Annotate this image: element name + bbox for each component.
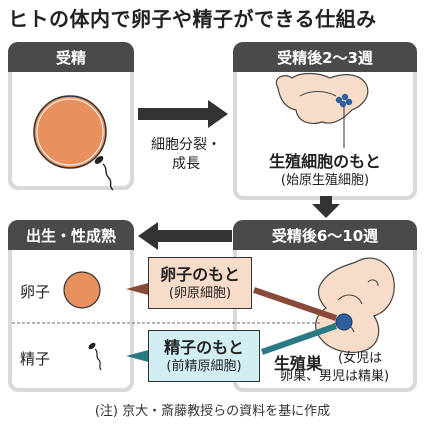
spermatogonia-box: 精子のもと (前精原細胞) <box>148 330 260 382</box>
gonad-note-line1: (女児は <box>338 351 383 366</box>
page-title: ヒトの体内で卵子や精子ができる仕組み <box>8 7 377 31</box>
teal-arrow-icon <box>126 323 337 363</box>
spermatogonia-label: 精子のもと <box>164 337 244 357</box>
arrow-label-line2: 成長 <box>172 156 200 172</box>
arrow-down-icon <box>312 196 340 218</box>
panel-header: 受精 <box>8 42 134 72</box>
panel-header: 出生・性成熟 <box>8 220 134 250</box>
brown-arrow-icon <box>126 282 337 321</box>
egg-icon <box>63 271 101 309</box>
germ-cell-caption: 生殖細胞のもと (始原生殖細胞) <box>237 152 413 190</box>
panel-weeks-2-3: 受精後2〜3週 <box>233 42 417 200</box>
panel-header: 受精後6〜10週 <box>233 220 417 250</box>
arrow-label-line1: 細胞分裂・ <box>151 137 221 153</box>
spermatogonia-sublabel: (前精原細胞) <box>166 358 242 374</box>
arrow-right-icon <box>138 100 228 128</box>
gonad-icon <box>335 313 353 331</box>
mature-sperm-icon <box>88 342 102 371</box>
arrow-label: 細胞分裂・ 成長 <box>140 136 232 174</box>
panel-header: 受精後2〜3週 <box>233 42 417 72</box>
fetus-icon <box>315 257 395 353</box>
oogonia-box: 卵子のもと (卵原細胞) <box>148 257 252 309</box>
source-note: (注) 京大・斎藤教授らの資料を基に作成 <box>94 404 331 419</box>
egg-label: 卵子 <box>20 283 51 301</box>
sperm-icon <box>94 156 114 191</box>
germ-cell-caption-main: 生殖細胞のもと <box>269 152 381 171</box>
arrow-left-icon <box>138 222 232 250</box>
oogonia-label: 卵子のもと <box>160 264 240 284</box>
sperm-label: 精子 <box>20 350 51 368</box>
fertilized-egg-icon <box>33 95 107 169</box>
gonad-label: 生殖巣 <box>274 354 323 373</box>
germ-cell-cluster-icon <box>335 93 353 148</box>
panel-body <box>12 250 130 388</box>
gonad-note-line2: 卵巣、男児は精巣) <box>280 369 390 384</box>
panel-birth-maturity: 出生・性成熟 <box>8 220 134 392</box>
oogonia-sublabel: (卵原細胞) <box>168 285 232 301</box>
early-embryo-icon <box>275 72 369 125</box>
germ-cell-caption-sub: (始原生殖細胞) <box>280 173 370 188</box>
